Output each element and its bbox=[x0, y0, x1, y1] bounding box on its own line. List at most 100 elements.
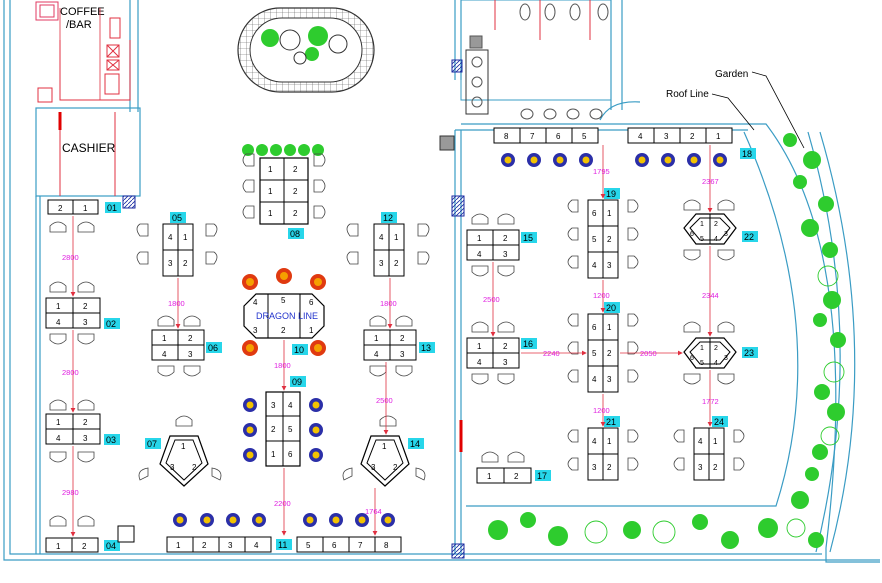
seat-number: 2 bbox=[713, 463, 718, 472]
seat-number: 2 bbox=[714, 345, 718, 352]
seat-number: 4 bbox=[56, 318, 61, 327]
table-08[interactable]: 1 1 1 2 2 2 08 bbox=[242, 144, 324, 239]
seat-number: 3 bbox=[168, 259, 173, 268]
seat-number: 3 bbox=[271, 401, 276, 410]
seat-number: 6 bbox=[690, 355, 694, 362]
table-23[interactable]: 1 2 3 4 5 6 23 bbox=[683, 337, 758, 369]
lamps-blue bbox=[243, 398, 323, 462]
table-12[interactable]: 4 1 3 2 12 bbox=[373, 212, 405, 277]
dimension-label: 2050 bbox=[640, 349, 657, 358]
dimension-label: 2240 bbox=[543, 349, 560, 358]
table-16[interactable]: 1 2 4 3 16 bbox=[466, 337, 537, 369]
table-01[interactable]: 2 1 01 bbox=[47, 199, 121, 215]
seat-number: 4 bbox=[592, 261, 597, 270]
table-11[interactable]: 1 2 3 4 5 6 7 8 11 bbox=[166, 513, 402, 553]
table-tag-19: 19 bbox=[606, 189, 616, 199]
table-tag-07: 07 bbox=[147, 439, 157, 449]
table-21[interactable]: 4 1 3 2 21 bbox=[587, 416, 620, 481]
table-20[interactable]: 6 1 5 2 4 3 20 bbox=[587, 302, 620, 393]
seat-number: 1 bbox=[56, 418, 61, 427]
table-15[interactable]: 1 2 4 3 15 bbox=[466, 229, 537, 261]
cashier-label: CASHIER bbox=[62, 141, 116, 155]
seat-number: 3 bbox=[592, 463, 597, 472]
table-17[interactable]: 1 2 17 bbox=[476, 467, 551, 484]
seat-number: 4 bbox=[162, 350, 167, 359]
table-02[interactable]: 1 2 4 3 02 bbox=[45, 297, 120, 329]
seat-number: 5 bbox=[306, 541, 311, 550]
oval-planter bbox=[237, 7, 375, 93]
register-box bbox=[117, 525, 135, 543]
seat-number: 2 bbox=[607, 463, 612, 472]
seat-number: 5 bbox=[592, 235, 597, 244]
table-22[interactable]: 1 2 3 4 5 6 22 bbox=[683, 213, 758, 245]
seat-number: 1 bbox=[162, 334, 167, 343]
seat-number: 1 bbox=[268, 165, 273, 174]
seat-number: 1 bbox=[83, 204, 88, 213]
table-tag-01: 01 bbox=[107, 203, 117, 213]
coffee-bar-label: COFFEE bbox=[60, 6, 105, 18]
table-tag-12: 12 bbox=[383, 213, 393, 223]
left-chairs bbox=[49, 221, 95, 527]
dimension-label: 2500 bbox=[483, 295, 500, 304]
table-tag-06: 06 bbox=[208, 343, 218, 353]
seat-number: 2 bbox=[293, 187, 298, 196]
seat-number: 2 bbox=[83, 302, 88, 311]
seat-number: 6 bbox=[288, 450, 293, 459]
table-06[interactable]: 1 2 4 3 06 bbox=[151, 329, 222, 361]
table-04[interactable]: 1 2 04 bbox=[45, 537, 120, 553]
table-tag-16: 16 bbox=[523, 339, 533, 349]
seat-number: 2 bbox=[192, 463, 197, 472]
table-18[interactable]: 8 7 6 5 4 3 2 1 18 bbox=[493, 127, 756, 167]
seat-number: 1 bbox=[607, 437, 612, 446]
seat-number: 1 bbox=[374, 334, 379, 343]
seat-number: 1 bbox=[181, 442, 186, 451]
seat-number: 6 bbox=[592, 209, 597, 218]
seat-number: 1 bbox=[394, 233, 399, 242]
table-05[interactable]: 4 1 3 2 05 bbox=[162, 212, 194, 277]
seat-number: 3 bbox=[253, 326, 258, 335]
seat-number: 2 bbox=[503, 342, 508, 351]
seat-number: 2 bbox=[607, 349, 612, 358]
table-13[interactable]: 1 2 4 3 13 bbox=[363, 329, 435, 361]
seat-number: 1 bbox=[271, 450, 276, 459]
seat-number: 1 bbox=[268, 187, 273, 196]
seat-number: 4 bbox=[477, 250, 482, 259]
seat-number: 4 bbox=[254, 541, 259, 550]
seat-number: 1 bbox=[176, 541, 181, 550]
seat-number: 1 bbox=[607, 209, 612, 218]
seat-number: 2 bbox=[514, 472, 519, 481]
seat-number: 2 bbox=[58, 204, 63, 213]
table-10[interactable]: 4 5 6 3 2 1 DRAGON LINE 10 bbox=[242, 268, 326, 356]
table-tag-21: 21 bbox=[606, 417, 616, 427]
table-09[interactable]: 09 3 4 2 5 1 6 bbox=[243, 376, 323, 467]
seat-number: 1 bbox=[700, 221, 704, 228]
column bbox=[122, 195, 136, 209]
seat-number: 2 bbox=[202, 541, 207, 550]
dimension-label: 1795 bbox=[593, 167, 610, 176]
seat-number: 6 bbox=[592, 323, 597, 332]
dimension-label: 1200 bbox=[593, 406, 610, 415]
seat-number: 1 bbox=[713, 437, 718, 446]
seat-number: 1 bbox=[268, 209, 273, 218]
dimension-label: 2500 bbox=[376, 396, 393, 405]
table-03[interactable]: 1 2 4 3 03 bbox=[45, 413, 120, 445]
table-07[interactable]: 1 2 3 07 bbox=[145, 435, 209, 487]
garden-plants bbox=[488, 133, 846, 549]
seat-number: 2 bbox=[607, 235, 612, 244]
seat-number: 2 bbox=[281, 326, 286, 335]
seat-number: 1 bbox=[56, 302, 61, 311]
table-19[interactable]: 6 1 5 2 4 3 19 bbox=[587, 188, 620, 279]
table-tag-05: 05 bbox=[172, 213, 182, 223]
seat-number: 4 bbox=[477, 358, 482, 367]
seat-number: 4 bbox=[714, 360, 718, 367]
table-tag-10: 10 bbox=[294, 345, 304, 355]
dimension-labels: 2800 2800 2980 1800 1800 1800 2200 2500 … bbox=[62, 167, 719, 516]
table-14[interactable]: 1 2 3 14 bbox=[360, 435, 424, 487]
table-tag-23: 23 bbox=[744, 348, 754, 358]
table-tag-20: 20 bbox=[606, 303, 616, 313]
table-24[interactable]: 4 1 3 2 24 bbox=[693, 416, 728, 481]
seat-number: 3 bbox=[170, 463, 175, 472]
seat-number: 7 bbox=[358, 541, 363, 550]
seat-number: 3 bbox=[607, 375, 612, 384]
